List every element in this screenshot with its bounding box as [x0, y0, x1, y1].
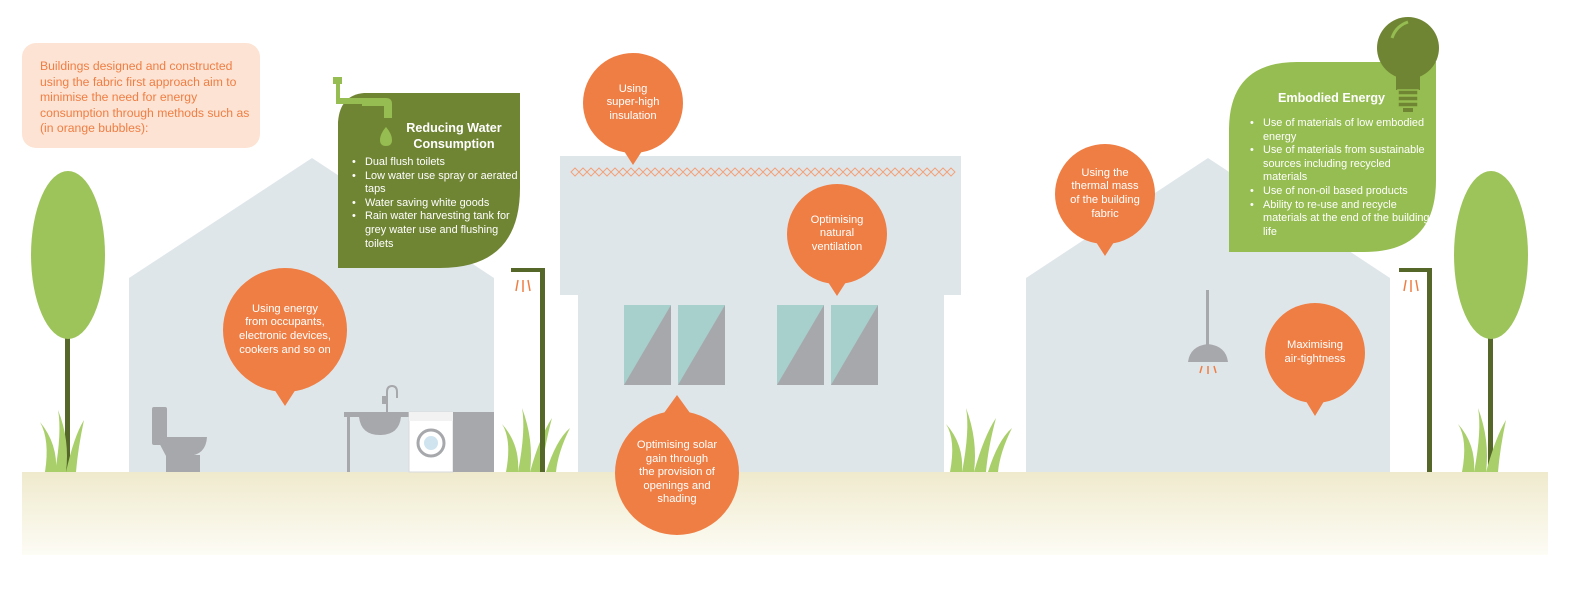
- bubble-insulation-shape: [583, 53, 683, 165]
- list-item: Use of materials from sustainable source…: [1250, 144, 1433, 185]
- water-leaf-title: Reducing Water Consumption: [406, 121, 502, 151]
- list-item: Water saving white goods: [352, 197, 525, 211]
- list-item: Low water use spray or aerated taps: [352, 170, 525, 197]
- window-icon: [777, 305, 878, 385]
- grass-icon: [502, 408, 570, 472]
- washing-machine-icon: [408, 411, 494, 473]
- sink-icon: [344, 384, 410, 472]
- ceiling-lamp-icon: [1188, 290, 1228, 374]
- street-lamp-icon: [511, 268, 545, 472]
- bubble-thermal-mass-shape: [1055, 144, 1155, 256]
- bubble-airtightness-shape: [1265, 303, 1365, 416]
- list-item: Use of materials of low embodied energy: [1250, 117, 1433, 144]
- bubble-solar-shape: [615, 395, 739, 535]
- bubble-ventilation-shape: [787, 184, 887, 296]
- tap-icon: [333, 77, 392, 118]
- tree-icon: [1454, 171, 1528, 472]
- water-drop-icon: [380, 127, 392, 146]
- list-item: Use of non-oil based products: [1250, 185, 1433, 199]
- list-item: Rain water harvesting tank for grey wate…: [352, 210, 525, 251]
- ground: [22, 472, 1548, 555]
- bubble-insulation: Using super-high insulation: [606, 82, 660, 122]
- light-bulb-icon: [1377, 17, 1439, 112]
- bubble-thermal-mass: Using the thermal mass of the building f…: [1070, 166, 1140, 220]
- grass-icon: [1458, 408, 1506, 472]
- bubble-occupants: Using energy from occupants, electronic …: [238, 302, 332, 356]
- bubble-airtightness: Maximising air-tightness: [1284, 339, 1346, 365]
- bubble-ventilation: Optimising natural ventilation: [810, 213, 864, 253]
- list-item: Ability to re-use and recycle materials …: [1250, 199, 1433, 240]
- intro-note: Buildings designed and constructed using…: [22, 43, 260, 148]
- tree-icon: [31, 171, 105, 472]
- bubble-solar: Optimising solar gain through the provis…: [636, 439, 718, 506]
- grass-icon: [40, 410, 84, 472]
- toilet-icon: [152, 407, 207, 472]
- grass-icon: [946, 408, 1012, 472]
- embodied-leaf-title: Embodied Energy: [1278, 91, 1386, 105]
- list-item: Dual flush toilets: [352, 156, 525, 170]
- window-icon: [624, 305, 725, 385]
- intro-text: Buildings designed and constructed using…: [40, 59, 250, 136]
- embodied-leaf-list: Use of materials of low embodied energy …: [1249, 117, 1433, 239]
- bubble-occupants-shape: [223, 268, 347, 406]
- street-lamp-icon: [1399, 268, 1432, 472]
- water-leaf-list: Dual flush toilets Low water use spray o…: [351, 156, 525, 251]
- insulation-zigzag: [570, 167, 956, 177]
